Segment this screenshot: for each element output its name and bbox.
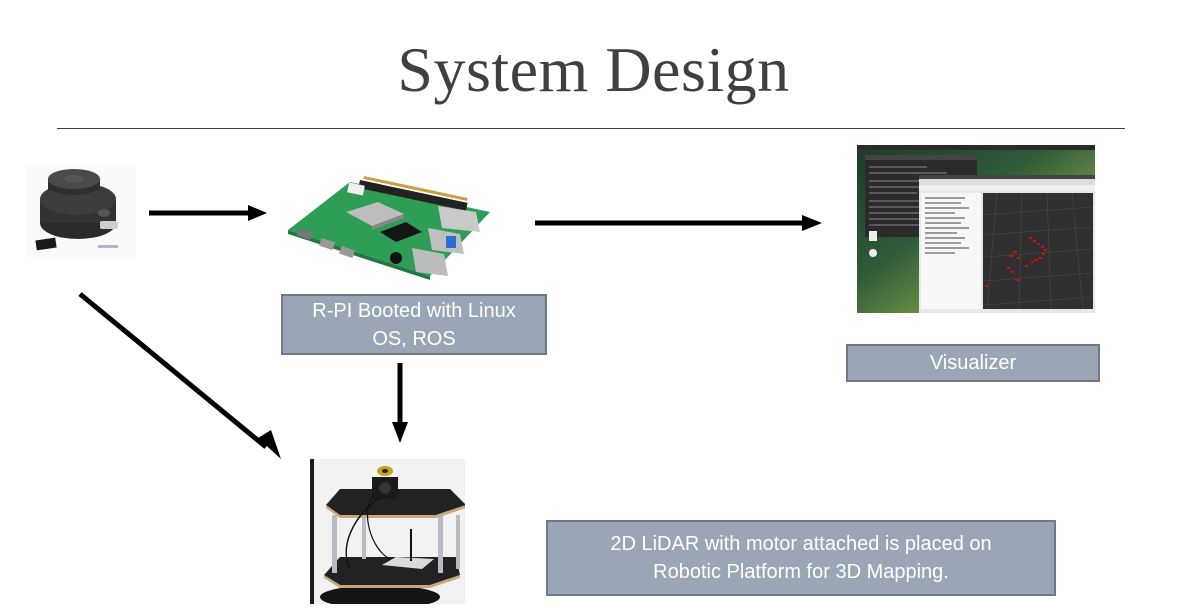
- platform-caption-line-2: Robotic Platform for 3D Mapping.: [653, 561, 949, 583]
- visualizer-screenshot: [857, 145, 1095, 313]
- lidar-illustration: [26, 165, 136, 257]
- arrow-rpi-to-platform: [392, 363, 408, 443]
- robotic-platform-image: [310, 459, 465, 604]
- raspberry-pi-image: [280, 172, 496, 282]
- visualizer-caption-box: Visualizer: [846, 344, 1100, 382]
- slide-title: System Design: [397, 34, 790, 105]
- arrow-lidar-to-rpi: [149, 205, 267, 221]
- platform-caption-box: 2D LiDAR with motor attached is placed o…: [546, 520, 1056, 596]
- rpi-caption-box: R-PI Booted with Linux OS, ROS: [281, 294, 547, 355]
- rviz-illustration: [857, 145, 1095, 313]
- lidar-image: [26, 165, 136, 257]
- platform-caption-line-1: 2D LiDAR with motor attached is placed o…: [610, 533, 992, 555]
- rpi-caption-line-2: OS, ROS: [372, 327, 456, 350]
- visualizer-caption: Visualizer: [929, 352, 1017, 374]
- arrow-rpi-to-visualizer: [535, 215, 822, 231]
- rpi-caption-line-1: R-PI Booted with Linux: [312, 299, 516, 322]
- platform-illustration: [310, 459, 465, 604]
- raspberry-pi-illustration: [280, 172, 496, 282]
- title-divider: [57, 128, 1125, 129]
- arrow-lidar-to-platform: [78, 292, 281, 459]
